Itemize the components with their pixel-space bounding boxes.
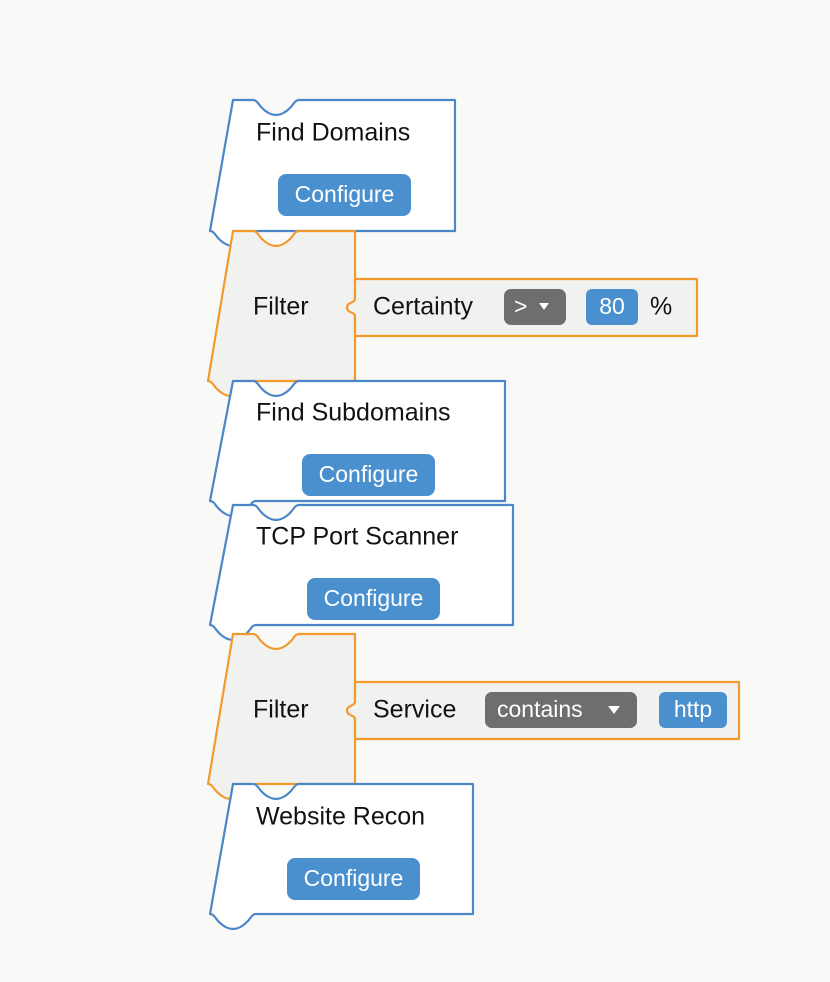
condition-service-field-label: Service [373, 696, 456, 724]
block-website-recon[interactable]: Website Recon Configure [208, 782, 475, 931]
operator-dropdown-service-value: contains [497, 696, 583, 722]
value-field-certainty-value: 80 [599, 293, 625, 319]
block-find-domains-title: Find Domains [256, 119, 410, 147]
block-website-recon-title: Website Recon [256, 803, 425, 831]
configure-button-label: Configure [324, 585, 424, 611]
block-find-domains[interactable]: Find Domains Configure [208, 98, 457, 248]
condition-certainty-field-label: Certainty [373, 293, 474, 321]
chevron-down-icon [608, 706, 620, 714]
configure-button-label: Configure [295, 181, 395, 207]
configure-button-find-domains[interactable]: Configure [278, 174, 411, 216]
block-find-subdomains-title: Find Subdomains [256, 399, 451, 427]
block-filter-certainty-label: Filter [253, 293, 309, 321]
value-field-certainty[interactable]: 80 [586, 289, 638, 325]
block-filter-service[interactable]: Filter Service contains http [206, 632, 741, 801]
operator-dropdown-service[interactable]: contains [485, 692, 637, 728]
block-find-subdomains[interactable]: Find Subdomains Configure [208, 379, 507, 518]
chevron-down-icon [539, 303, 549, 310]
operator-dropdown-certainty[interactable]: > [504, 289, 566, 325]
block-tcp-port-scanner-title: TCP Port Scanner [256, 523, 458, 551]
configure-button-label: Configure [319, 461, 419, 487]
unit-label-certainty: % [650, 293, 672, 321]
block-filter-service-label: Filter [253, 696, 309, 724]
configure-button-find-subdomains[interactable]: Configure [302, 454, 435, 496]
value-field-service-value: http [674, 696, 712, 722]
operator-dropdown-certainty-value: > [514, 293, 527, 319]
value-field-service[interactable]: http [659, 692, 727, 728]
block-tcp-port-scanner[interactable]: TCP Port Scanner Configure [208, 503, 515, 642]
configure-button-website-recon[interactable]: Configure [287, 858, 420, 900]
block-filter-certainty[interactable]: Filter Certainty > 80 % [206, 229, 699, 398]
configure-button-label: Configure [304, 865, 404, 891]
configure-button-tcp-port-scanner[interactable]: Configure [307, 578, 440, 620]
